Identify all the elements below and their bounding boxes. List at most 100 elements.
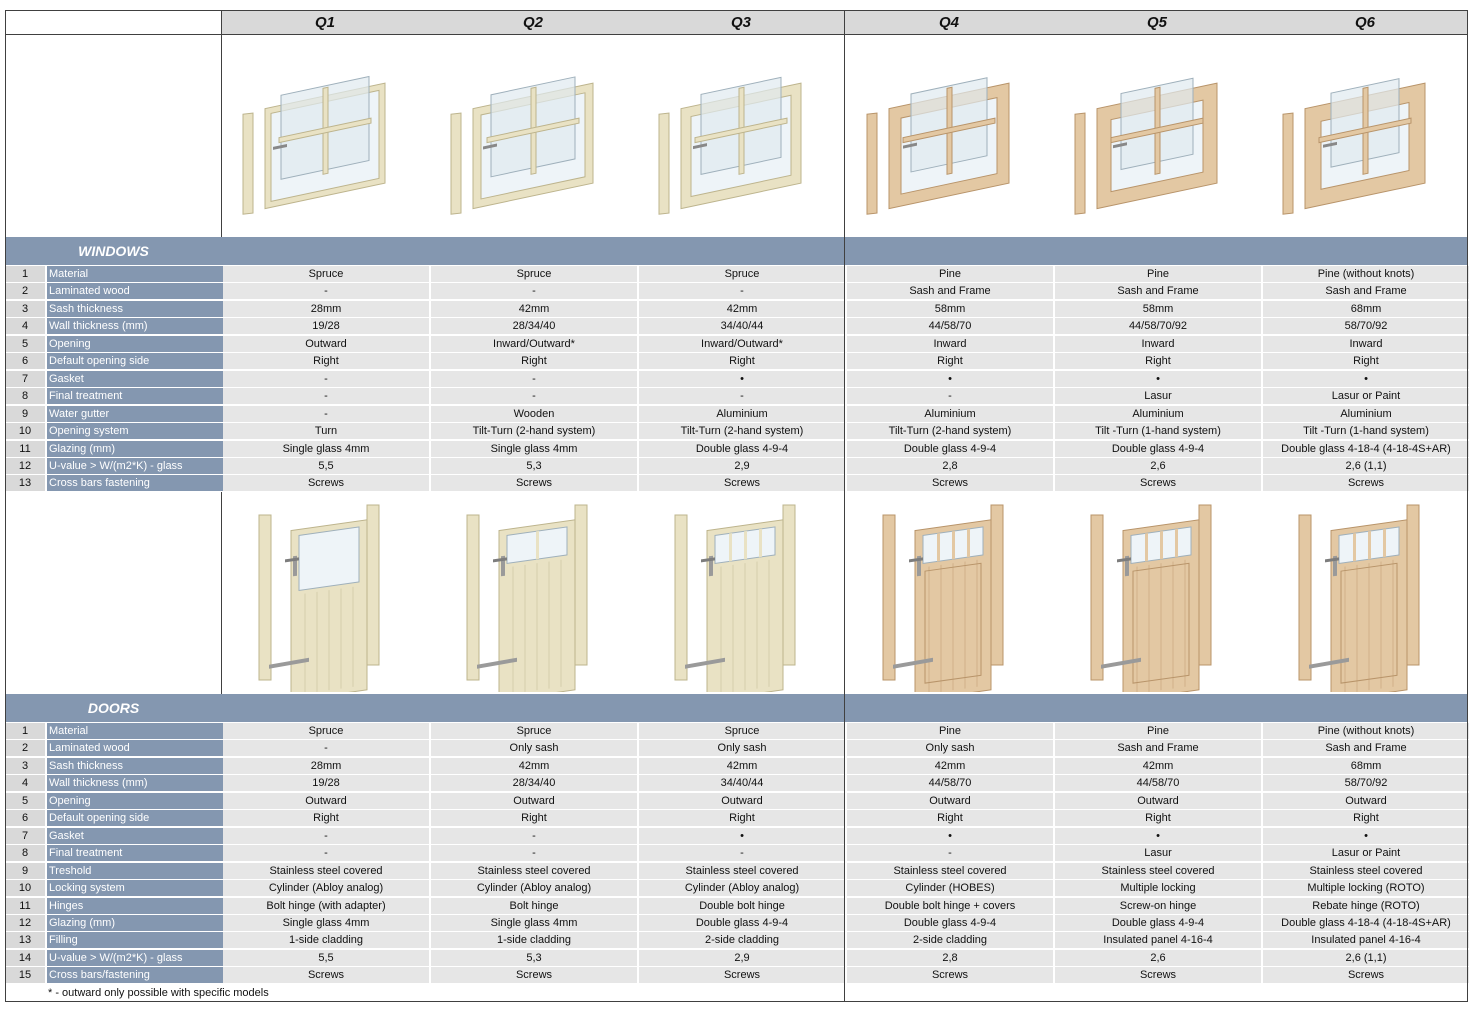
row-number: 14	[5, 949, 45, 966]
column-header-bar	[222, 11, 1468, 34]
cell-q5: Sash and Frame	[1055, 740, 1261, 757]
cell-q5: Screws	[1055, 967, 1261, 984]
door-illustration-q3	[674, 504, 796, 692]
cell-q2: 5,3	[431, 949, 637, 966]
row-label: Wall thickness (mm)	[47, 318, 224, 335]
cell-q1: Stainless steel covered	[223, 862, 429, 879]
cell-q4: 44/58/70	[847, 775, 1053, 792]
row-number: 8	[5, 388, 45, 405]
cell-q2: Screws	[431, 967, 637, 984]
cell-q4: 58mm	[847, 300, 1053, 317]
cell-q1: Single glass 4mm	[223, 440, 429, 457]
cell-q2: Screws	[431, 475, 637, 492]
cell-q4: Screws	[847, 967, 1053, 984]
cell-q6: Screws	[1263, 967, 1469, 984]
row-number: 9	[5, 405, 45, 422]
row-label: Wall thickness (mm)	[47, 775, 224, 792]
cell-q1: Screws	[223, 967, 429, 984]
cell-q6: 58/70/92	[1263, 775, 1469, 792]
cell-q6: Inward	[1263, 335, 1469, 352]
window-illustration-q2	[450, 76, 594, 215]
cell-q2: Only sash	[431, 740, 637, 757]
row-label: Default opening side	[47, 810, 224, 827]
cell-q3: Right	[639, 810, 845, 827]
cell-q3: Outward	[639, 792, 845, 809]
cell-q3: 42mm	[639, 300, 845, 317]
column-header-q6: Q6	[1354, 14, 1375, 31]
cell-q2: Cylinder (Abloy analog)	[431, 880, 637, 897]
cell-q1: Turn	[223, 423, 429, 440]
row-number: 13	[5, 932, 45, 949]
cell-q5: Stainless steel covered	[1055, 862, 1261, 879]
cell-q4: 2,8	[847, 457, 1053, 474]
cell-q1: Right	[223, 810, 429, 827]
cell-q3: Double glass 4-9-4	[639, 914, 845, 931]
cell-q6: Screws	[1263, 475, 1469, 492]
cell-q5: Sash and Frame	[1055, 283, 1261, 300]
cell-q4: Tilt-Turn (2-hand system)	[847, 423, 1053, 440]
cell-q6: 68mm	[1263, 300, 1469, 317]
cell-q4: Outward	[847, 792, 1053, 809]
cell-q6: Rebate hinge (ROTO)	[1263, 897, 1469, 914]
cell-q6: Outward	[1263, 792, 1469, 809]
cell-q1: 5,5	[223, 949, 429, 966]
cell-q3: -	[639, 388, 845, 405]
cell-q3: Only sash	[639, 740, 845, 757]
group-divider	[844, 10, 845, 1002]
cell-q4: Screws	[847, 475, 1053, 492]
row-number: 2	[5, 740, 45, 757]
row-number: 3	[5, 300, 45, 317]
cell-q4: Aluminium	[847, 405, 1053, 422]
row-label: Cross bars/fastening	[47, 967, 224, 984]
cell-q6: 2,6 (1,1)	[1263, 949, 1469, 966]
cell-q3: Tilt-Turn (2-hand system)	[639, 423, 845, 440]
cell-q5: 44/58/70	[1055, 775, 1261, 792]
cell-q2: 42mm	[431, 757, 637, 774]
cell-q5: Outward	[1055, 792, 1261, 809]
frame-right-line	[1467, 10, 1468, 1002]
cell-q4: Sash and Frame	[847, 283, 1053, 300]
row-number: 11	[5, 440, 45, 457]
cell-q2: -	[431, 370, 637, 387]
row-label: Gasket	[47, 370, 224, 387]
label-divider-mid	[221, 492, 222, 694]
cell-q4: 42mm	[847, 757, 1053, 774]
cell-q1: Single glass 4mm	[223, 914, 429, 931]
cell-q4: -	[847, 845, 1053, 862]
header-bottom-line	[5, 34, 1468, 35]
cell-q6: Right	[1263, 810, 1469, 827]
windows-section-title: WINDOWS	[78, 243, 149, 259]
row-label: Sash thickness	[47, 300, 224, 317]
cell-q6: Pine (without knots)	[1263, 266, 1469, 282]
cell-q6: Double glass 4-18-4 (4-18-4S+AR)	[1263, 440, 1469, 457]
cell-q5: 58mm	[1055, 300, 1261, 317]
cell-q4: 2-side cladding	[847, 932, 1053, 949]
row-number: 10	[5, 880, 45, 897]
cell-q1: 19/28	[223, 318, 429, 335]
cell-q1: Right	[223, 353, 429, 370]
cell-q6: •	[1263, 370, 1469, 387]
cell-q4: Only sash	[847, 740, 1053, 757]
cell-q5: Aluminium	[1055, 405, 1261, 422]
cell-q2: Wooden	[431, 405, 637, 422]
cell-q6: Tilt -Turn (1-hand system)	[1263, 423, 1469, 440]
cell-q2: 42mm	[431, 300, 637, 317]
cell-q5: Insulated panel 4-16-4	[1055, 932, 1261, 949]
column-header-q3: Q3	[730, 14, 751, 31]
cell-q4: 44/58/70	[847, 318, 1053, 335]
row-label: Default opening side	[47, 353, 224, 370]
cell-q4: Right	[847, 810, 1053, 827]
cell-q1: Screws	[223, 475, 429, 492]
cell-q6: Insulated panel 4-16-4	[1263, 932, 1469, 949]
row-label: Water gutter	[47, 405, 224, 422]
column-header-q2: Q2	[522, 14, 543, 31]
